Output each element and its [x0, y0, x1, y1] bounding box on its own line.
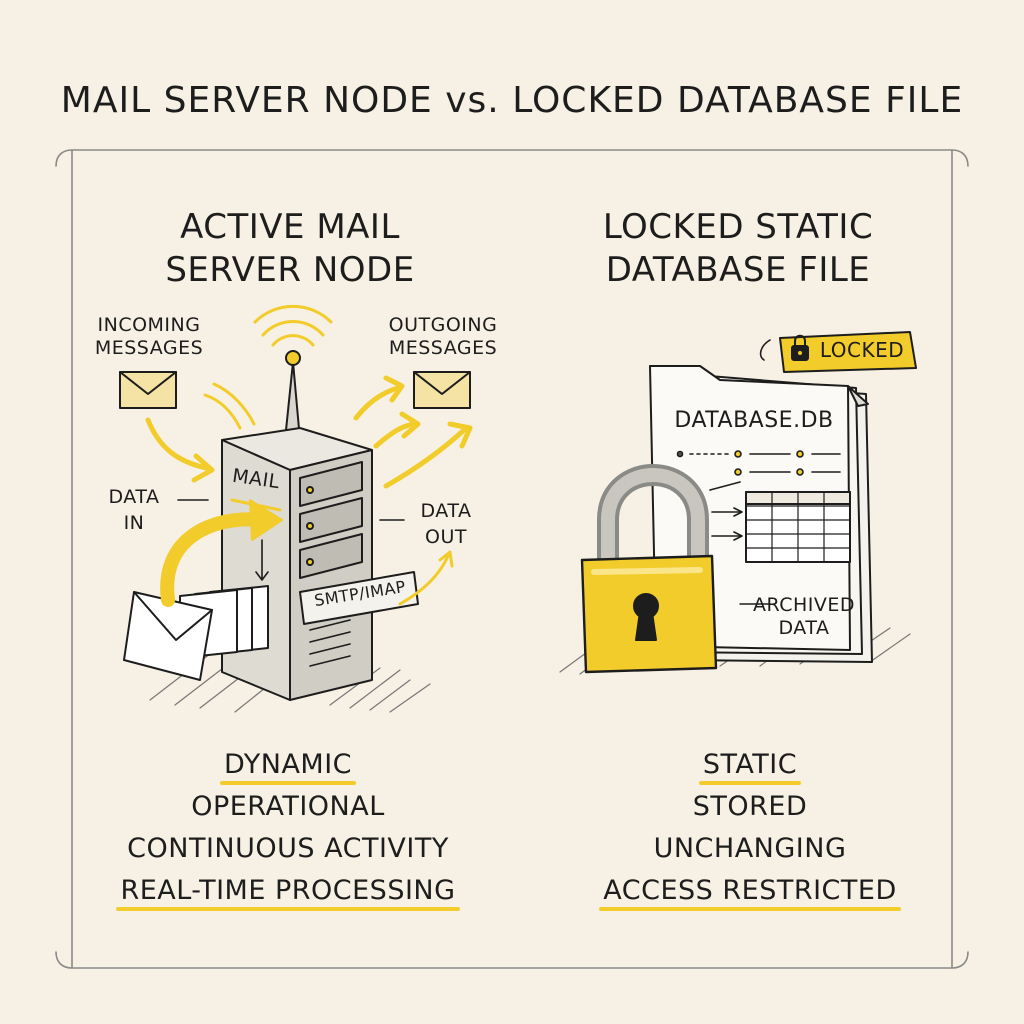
left-panel-title: ACTIVE MAIL SERVER NODE [140, 206, 440, 292]
archived-line2: DATA [778, 617, 830, 639]
data-in-line1: DATA [108, 486, 160, 508]
lock-icon [791, 334, 809, 361]
padlock-icon [580, 464, 718, 674]
incoming-envelope-icon [119, 371, 177, 409]
locked-badge-label: LOCKED [819, 338, 905, 362]
outgoing-envelope-icon [413, 371, 471, 409]
right-title-line1: LOCKED STATIC [602, 207, 874, 247]
outgoing-label: OUTGOING MESSAGES [376, 314, 510, 360]
left-prop-2: OPERATIONAL [191, 791, 385, 822]
incoming-line1: INCOMING [97, 314, 201, 336]
archived-line1: ARCHIVED [752, 594, 856, 616]
left-prop-3: CONTINUOUS ACTIVITY [127, 833, 449, 864]
locked-badge [759, 331, 917, 373]
left-properties: DYNAMIC OPERATIONAL CONTINUOUS ACTIVITY … [0, 744, 576, 912]
incoming-label: INCOMING MESSAGES [82, 314, 216, 360]
right-panel-title: LOCKED STATIC DATABASE FILE [578, 206, 898, 292]
left-prop-4: REAL-TIME PROCESSING [116, 870, 460, 912]
page-title: MAIL SERVER NODE vs. LOCKED DATABASE FIL… [60, 80, 964, 121]
envelope-stack-icon [123, 585, 269, 681]
incoming-line2: MESSAGES [94, 337, 204, 359]
right-prop-1: STATIC [698, 744, 802, 786]
right-title-line2: DATABASE FILE [605, 250, 871, 290]
data-in-label: DATA IN [96, 484, 172, 536]
incoming-arrow [145, 417, 209, 471]
data-out-line1: DATA [420, 500, 472, 522]
table-icon [745, 491, 851, 563]
left-prop-1: DYNAMIC [219, 744, 357, 786]
data-in-arrow [160, 512, 269, 607]
right-prop-4: ACCESS RESTRICTED [599, 870, 901, 912]
outgoing-line2: MESSAGES [388, 337, 498, 359]
outgoing-line1: OUTGOING [388, 314, 498, 336]
right-properties: STATIC STORED UNCHANGING ACCESS RESTRICT… [500, 744, 1000, 912]
left-title-line1: ACTIVE MAIL [180, 207, 400, 247]
data-out-label: DATA OUT [404, 498, 488, 550]
protocol-tag [299, 571, 419, 625]
archived-data-label: ARCHIVED DATA [744, 594, 864, 640]
right-prop-2: STORED [692, 791, 808, 822]
data-rows [676, 450, 841, 541]
data-out-line2: OUT [425, 526, 467, 548]
file-name-label: DATABASE.DB [674, 408, 834, 433]
right-prop-3: UNCHANGING [653, 833, 847, 864]
data-in-line2: IN [123, 512, 145, 534]
left-title-line2: SERVER NODE [165, 250, 415, 290]
outgoing-arrows [353, 385, 467, 489]
antenna-icon [253, 304, 333, 441]
server-icon [221, 427, 373, 701]
